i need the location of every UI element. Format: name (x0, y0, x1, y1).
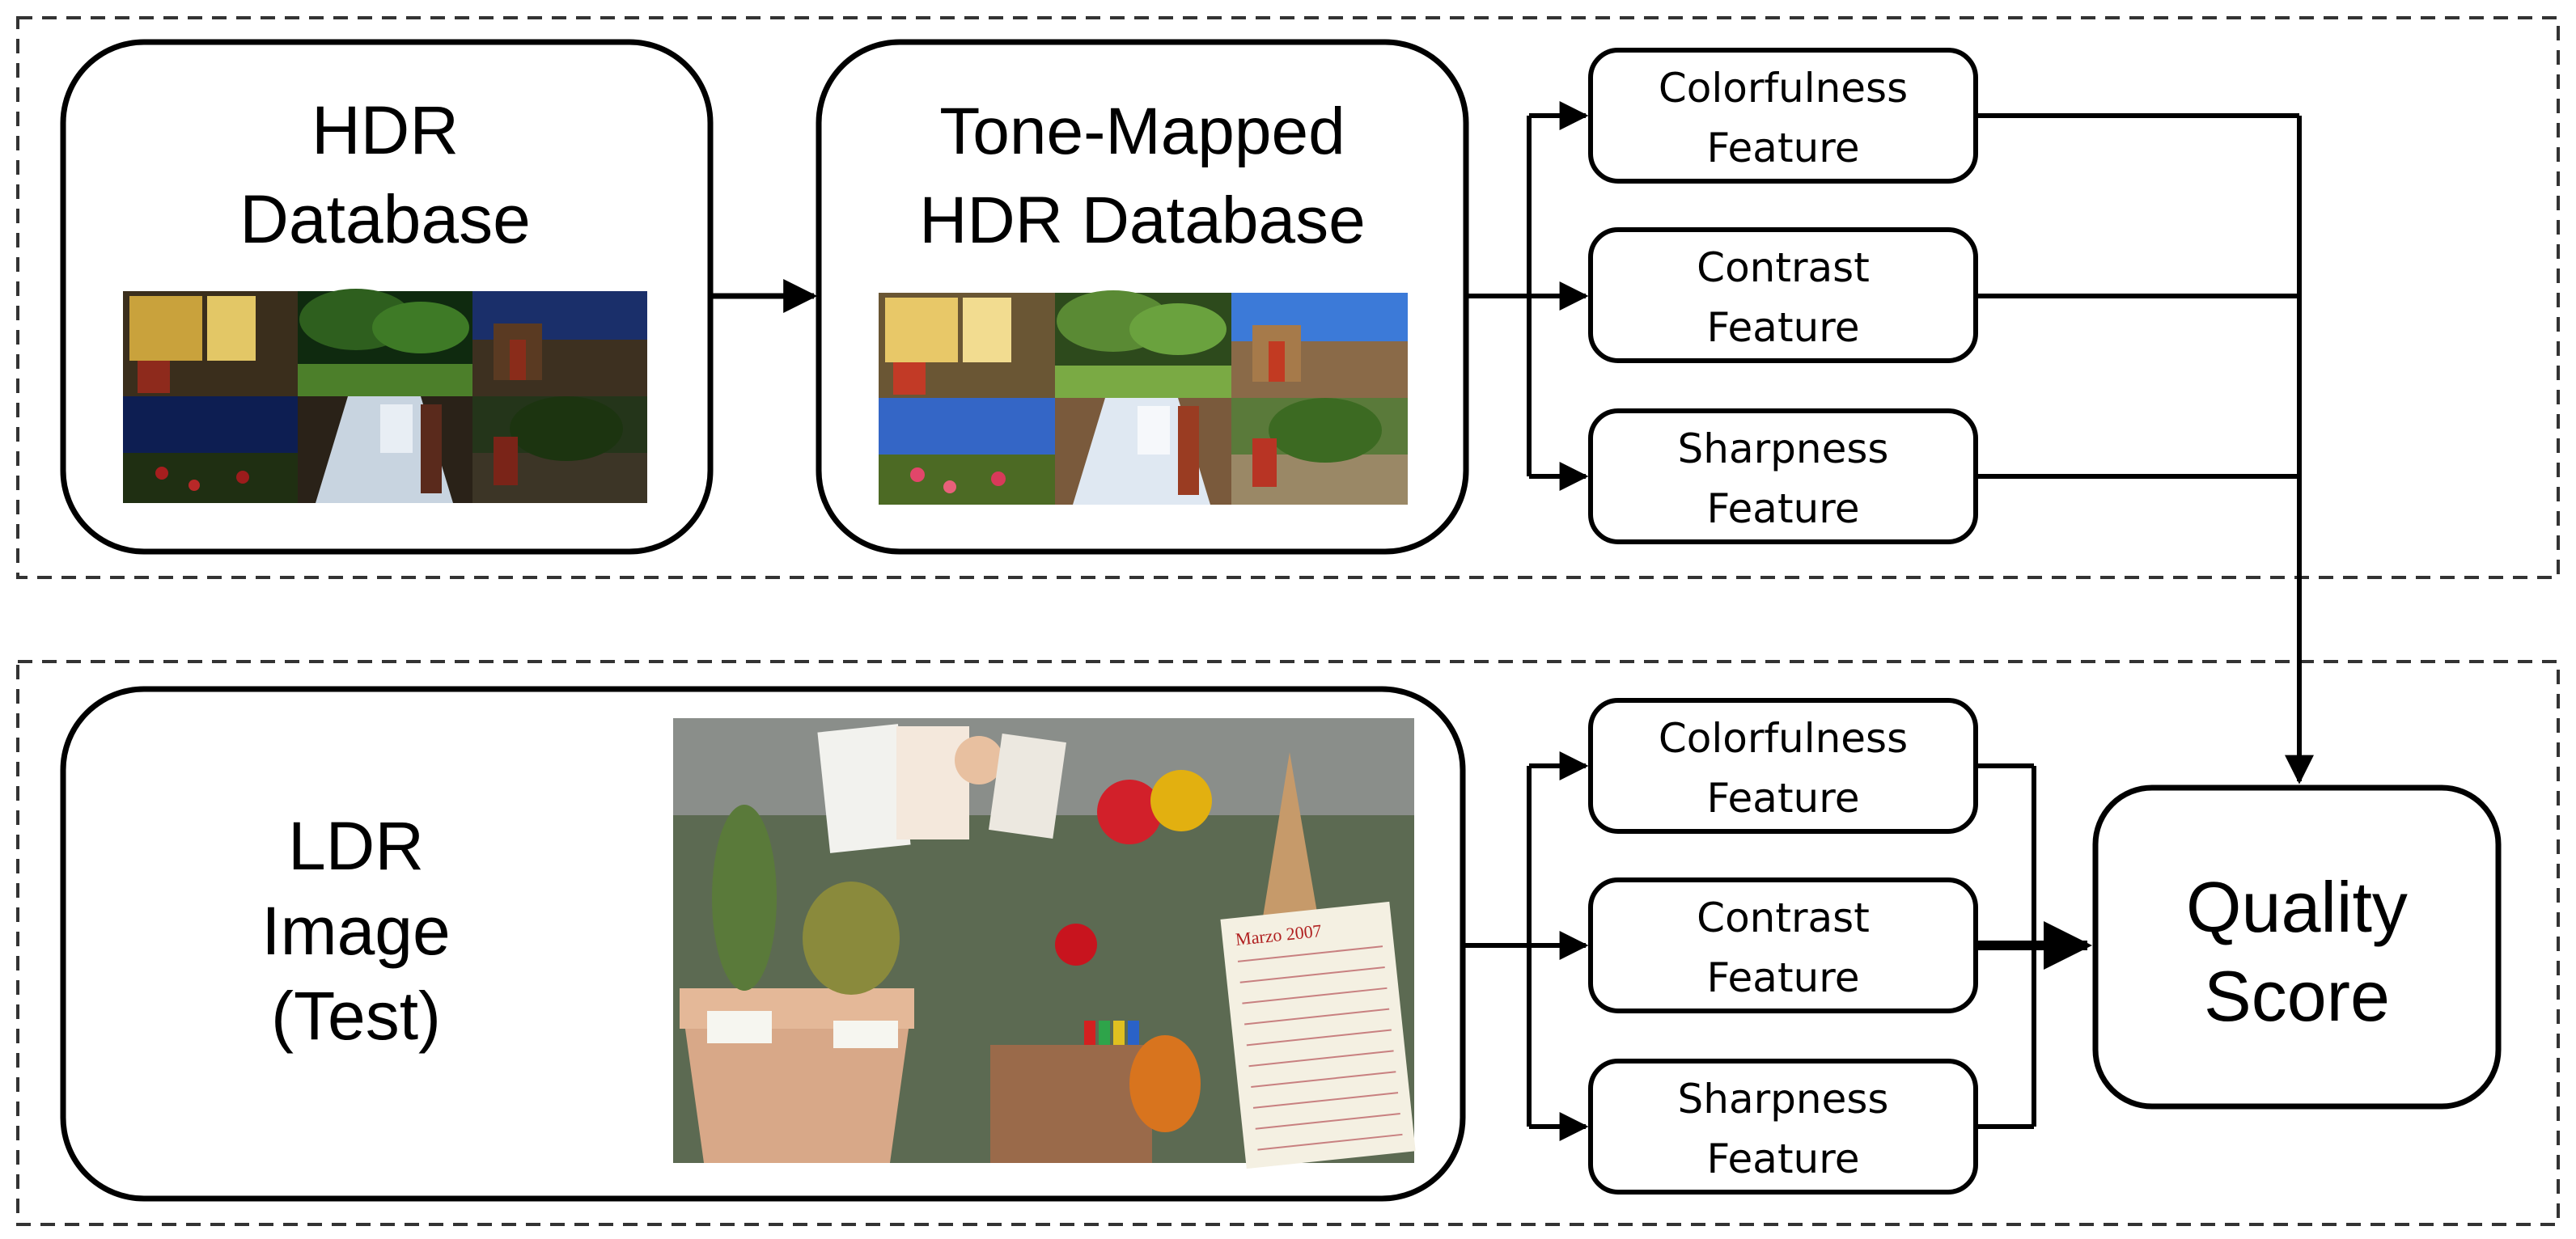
hdr-photo-ruins (472, 291, 647, 396)
hdr-database-title-line1: HDR (311, 92, 459, 168)
bottom-branch-connectors (1463, 751, 1589, 1141)
bottom-sharpness-label-line2: Feature (1707, 1135, 1860, 1182)
hdr-photo-garden (298, 289, 472, 396)
ldr-title-line1: LDR (288, 808, 424, 884)
hdr-photo-flowers (123, 396, 298, 503)
bottom-contrast-label-line2: Feature (1707, 954, 1860, 1001)
top-sharpness-feature-box: Sharpness Feature (1588, 408, 1978, 544)
top-merge-connectors (1976, 113, 2314, 784)
bottom-colorfulness-label-line2: Feature (1707, 775, 1860, 822)
top-sharpness-label-line1: Sharpness (1678, 425, 1889, 472)
quality-score-line1: Quality (2186, 867, 2408, 947)
bottom-dashed-panel (16, 660, 2560, 1226)
hdr-photo-grid (123, 289, 647, 503)
quality-score-line2: Score (2204, 956, 2390, 1036)
ldr-test-photo: Marzo 2007 (673, 718, 1416, 1169)
tone-mapped-database-block: Tone-Mapped HDR Database (816, 39, 1469, 555)
top-contrast-feature-box: Contrast Feature (1588, 227, 1978, 363)
bottom-contrast-label-line1: Contrast (1697, 894, 1870, 941)
top-colorfulness-feature-box: Colorfulness Feature (1588, 48, 1978, 184)
ldr-title-line2: Image (261, 893, 450, 969)
top-sharpness-label-line2: Feature (1707, 485, 1860, 532)
bottom-merge-connectors (1976, 763, 2092, 1129)
tone-mapped-title-line1: Tone-Mapped (939, 95, 1345, 168)
tm-photo-window-room (879, 293, 1055, 398)
tm-photo-courtyard (1231, 398, 1408, 505)
bottom-colorfulness-feature-box: Colorfulness Feature (1588, 698, 1978, 834)
bottom-sharpness-feature-box: Sharpness Feature (1588, 1059, 1978, 1195)
tm-photo-ruins (1231, 293, 1408, 398)
tm-photo-garden (1055, 290, 1231, 398)
hdr-photo-window-room (123, 291, 298, 396)
top-branch-connectors (1466, 101, 1589, 491)
tm-photo-corridor (1055, 398, 1231, 505)
tone-mapped-title-line2: HDR Database (919, 184, 1365, 257)
bottom-contrast-feature-box: Contrast Feature (1588, 877, 1978, 1013)
ldr-calendar: Marzo 2007 (1220, 901, 1416, 1169)
hdr-database-title-line2: Database (239, 181, 531, 257)
top-contrast-label-line1: Contrast (1697, 244, 1870, 291)
tm-photo-flowers (879, 398, 1055, 505)
tone-mapped-photo-grid (879, 290, 1408, 505)
bottom-sharpness-label-line1: Sharpness (1678, 1076, 1889, 1123)
bottom-colorfulness-label-line1: Colorfulness (1659, 715, 1908, 762)
top-dashed-panel (16, 16, 2560, 579)
top-contrast-label-line2: Feature (1707, 304, 1860, 351)
quality-score-block: Quality Score (2092, 784, 2502, 1110)
top-colorfulness-label-line2: Feature (1707, 125, 1860, 171)
hdr-photo-courtyard (472, 396, 647, 503)
hdr-database-block: HDR Database (60, 39, 714, 555)
hdr-photo-corridor (298, 396, 472, 503)
ldr-title-line3: (Test) (271, 978, 441, 1054)
top-colorfulness-label-line1: Colorfulness (1659, 65, 1908, 112)
ldr-image-block: LDR Image (Test) (60, 686, 1466, 1202)
